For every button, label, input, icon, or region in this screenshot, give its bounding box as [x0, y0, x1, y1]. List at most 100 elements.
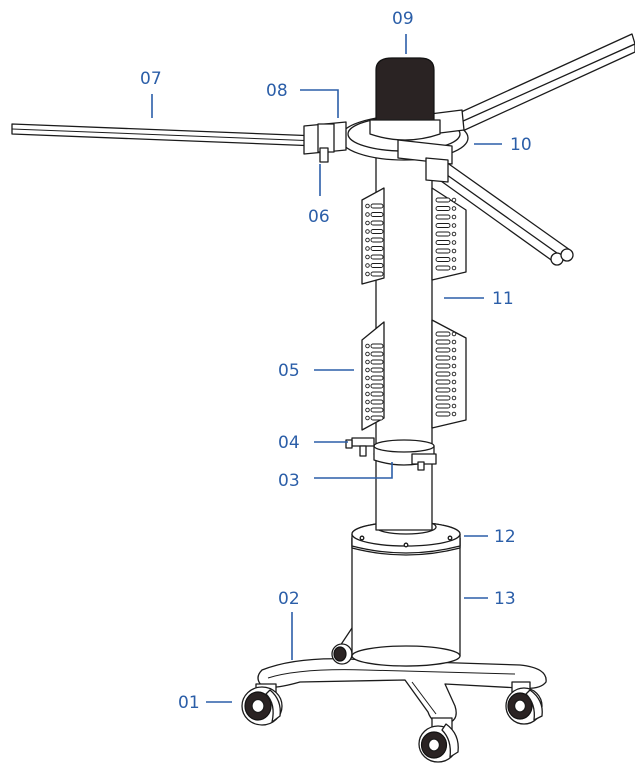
- panel-slot: [435, 248, 451, 254]
- side-panels: [361, 187, 467, 431]
- panel-slot: [435, 240, 451, 245]
- panel-slot: [370, 212, 384, 217]
- panel-hole: [365, 246, 370, 251]
- panel-slot: [435, 355, 451, 361]
- caster-rear: [331, 643, 353, 665]
- panel-hole: [365, 237, 370, 243]
- callout-numbers: 01 02 03 04 05 06 07 08 09 10 11 12 13: [140, 9, 532, 713]
- panel-slot: [370, 271, 384, 277]
- panel-slot: [370, 263, 384, 268]
- callout-01: 01: [178, 693, 200, 713]
- panel-slot: [435, 403, 451, 409]
- panel-hole: [365, 367, 370, 373]
- panel-slot: [435, 379, 451, 385]
- callout-13: 13: [494, 589, 516, 609]
- panel-slot: [370, 399, 384, 405]
- panel-slot: [435, 347, 451, 353]
- column: [345, 149, 437, 531]
- panel-hole: [451, 395, 457, 401]
- caster-front-left: [241, 683, 283, 726]
- panel-hole: [451, 379, 457, 385]
- panel-hole: [451, 206, 457, 211]
- panel-slot: [435, 231, 451, 237]
- panel-hole: [451, 339, 457, 345]
- caster-front: [418, 717, 459, 763]
- panel-hole: [451, 257, 457, 262]
- panel-hole: [451, 371, 457, 377]
- panel-hole: [451, 223, 457, 228]
- panel-slot: [370, 343, 384, 349]
- panel-slot: [370, 391, 384, 397]
- panel-slot: [435, 197, 451, 203]
- panel-slot: [435, 223, 451, 228]
- panel-hole: [451, 240, 457, 245]
- panel-hole: [451, 214, 457, 220]
- panel-hole: [451, 197, 457, 203]
- panel-hole: [451, 387, 457, 393]
- panel-hole: [365, 343, 370, 349]
- panel-hole: [365, 263, 370, 268]
- panel-slot: [370, 359, 384, 365]
- panel-hole: [451, 265, 457, 271]
- panel-slot: [370, 237, 384, 243]
- panel-slot: [435, 363, 451, 369]
- panel-hole: [365, 391, 370, 397]
- callout-02: 02: [278, 589, 300, 609]
- panel-hole: [365, 415, 370, 421]
- panel-slot: [370, 367, 384, 373]
- callout-08: 08: [266, 81, 288, 101]
- panel-slot: [370, 203, 384, 209]
- panel-hole: [365, 383, 370, 389]
- callout-12: 12: [494, 527, 516, 547]
- panel-hole: [451, 403, 457, 409]
- panel-slot: [435, 371, 451, 377]
- panel-hole: [451, 331, 457, 337]
- panel-slot: [435, 265, 451, 271]
- panel-slot: [370, 415, 384, 421]
- panel-slot: [435, 339, 451, 345]
- panel-slot: [370, 351, 384, 357]
- panel-hole: [365, 212, 370, 217]
- panel-hole: [365, 254, 370, 260]
- lower-housing: [351, 519, 461, 667]
- panel-slot: [435, 387, 451, 393]
- panel-hole: [451, 355, 457, 361]
- panel-slot: [435, 331, 451, 337]
- panel-slot: [370, 375, 384, 381]
- panel-hole: [365, 351, 370, 357]
- panel-hole: [365, 220, 370, 226]
- panel-slot: [370, 220, 384, 226]
- panel-slot: [435, 395, 451, 401]
- top-hub: [303, 57, 469, 183]
- callout-07: 07: [140, 69, 162, 89]
- panel-hole: [365, 271, 370, 277]
- callout-10: 10: [510, 135, 532, 155]
- panel-hole: [451, 231, 457, 237]
- casters: [241, 643, 543, 763]
- panel-slot: [370, 229, 384, 234]
- panel-slot: [370, 246, 384, 251]
- panel-hole: [365, 359, 370, 365]
- callout-11: 11: [492, 289, 514, 309]
- callout-04: 04: [278, 433, 300, 453]
- panel-hole: [451, 411, 457, 417]
- panel-hole: [365, 375, 370, 381]
- panel-hole: [365, 203, 370, 209]
- callout-09: 09: [392, 9, 414, 29]
- panel-hole: [451, 248, 457, 254]
- callout-05: 05: [278, 361, 300, 381]
- panel-slot: [370, 254, 384, 260]
- callout-06: 06: [308, 207, 330, 227]
- panel-slot: [435, 257, 451, 262]
- callout-leaders: [151, 34, 502, 703]
- panel-slot: [370, 407, 384, 413]
- panel-slot: [435, 411, 451, 417]
- panel-hole: [365, 407, 370, 413]
- panel-slot: [370, 383, 384, 389]
- caster-right: [505, 681, 543, 725]
- panel-slot: [435, 214, 451, 220]
- panel-hole: [451, 363, 457, 369]
- panel-slot: [435, 206, 451, 211]
- callout-03: 03: [278, 471, 300, 491]
